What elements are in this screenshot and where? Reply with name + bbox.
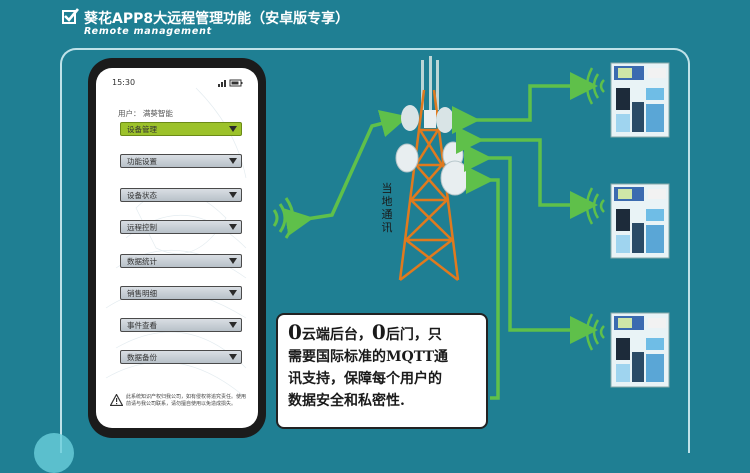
notice-text: 此系统知识产权归我公司，如有侵权将追究责任。使用前请与我公司联系，请勿擅自使用以… — [126, 394, 247, 407]
chevron-down-icon — [229, 354, 237, 360]
phone-screen: 15:30 用户： 满葵智能 设备管理 功能设置 设备状态 远程控制 数据统计 … — [96, 68, 258, 428]
wifi-icon — [272, 197, 295, 239]
menu-item-device-management[interactable]: 设备管理 — [120, 122, 242, 136]
info-line-4: 数据安全和私密性. — [288, 393, 405, 409]
status-time: 15:30 — [112, 78, 136, 87]
phone-tower-arrow — [284, 109, 409, 236]
phone-mockup: 15:30 用户： 满葵智能 设备管理 功能设置 设备状态 远程控制 数据统计 … — [88, 58, 266, 438]
wifi-icon — [585, 187, 605, 225]
menu-item-data-backup[interactable]: 数据备份 — [120, 350, 242, 364]
info-line-3: 讯支持，保障每个用户的 — [288, 371, 442, 387]
menu-item-remote-control[interactable]: 远程控制 — [120, 220, 242, 234]
chevron-down-icon — [229, 158, 237, 164]
info-line-2: 需要国际标准的MQTT通 — [288, 349, 449, 365]
content-frame — [60, 48, 690, 453]
security-info-box: 0云端后台，0后门，只 需要国际标准的MQTT通 讯支持，保障每个用户的 数据安… — [276, 313, 488, 429]
menu-item-label: 数据备份 — [127, 353, 157, 362]
menu-item-label: 事件查看 — [127, 321, 157, 330]
menu-item-label: 数据统计 — [127, 257, 157, 266]
page-subtitle: Remote management — [84, 26, 212, 37]
wifi-icon — [585, 67, 605, 105]
tower-info-arrow — [466, 166, 500, 400]
warning-icon — [110, 394, 123, 406]
menu-item-device-status[interactable]: 设备状态 — [120, 188, 242, 202]
tower-kiosk1-arrow — [452, 72, 598, 134]
menu-item-label: 销售明细 — [127, 289, 157, 298]
checkbox-icon — [62, 8, 80, 24]
kiosk-icon — [610, 312, 670, 388]
page-title: 葵花APP8大远程管理功能（安卓版专享） — [84, 11, 350, 27]
signal-battery-icon — [218, 79, 243, 87]
menu-item-event-view[interactable]: 事件查看 — [120, 318, 242, 332]
menu-item-label: 远程控制 — [127, 223, 157, 232]
tower-kiosk3-arrow — [464, 144, 598, 344]
menu-item-label: 设备管理 — [127, 125, 157, 134]
chevron-down-icon — [229, 258, 237, 264]
menu-item-label: 设备状态 — [127, 191, 157, 200]
user-label: 用户： 满葵智能 — [118, 109, 173, 118]
wifi-icon — [585, 313, 605, 351]
menu-item-function-settings[interactable]: 功能设置 — [120, 154, 242, 168]
network-diagram — [272, 56, 605, 400]
tower-label: 当地通讯 — [381, 182, 393, 234]
kiosk-icon — [610, 183, 670, 259]
kiosk-icon — [610, 62, 670, 138]
info-line-1: 0云端后台，0后门，只 — [288, 320, 442, 344]
chevron-down-icon — [229, 126, 237, 132]
menu-item-sales-details[interactable]: 销售明细 — [120, 286, 242, 300]
tower-kiosk2-arrow — [456, 126, 598, 219]
menu-item-data-statistics[interactable]: 数据统计 — [120, 254, 242, 268]
chevron-down-icon — [229, 224, 237, 230]
chevron-down-icon — [229, 290, 237, 296]
chevron-down-icon — [229, 322, 237, 328]
chevron-down-icon — [229, 192, 237, 198]
menu-item-label: 功能设置 — [127, 157, 157, 166]
cell-tower-icon — [395, 56, 470, 281]
